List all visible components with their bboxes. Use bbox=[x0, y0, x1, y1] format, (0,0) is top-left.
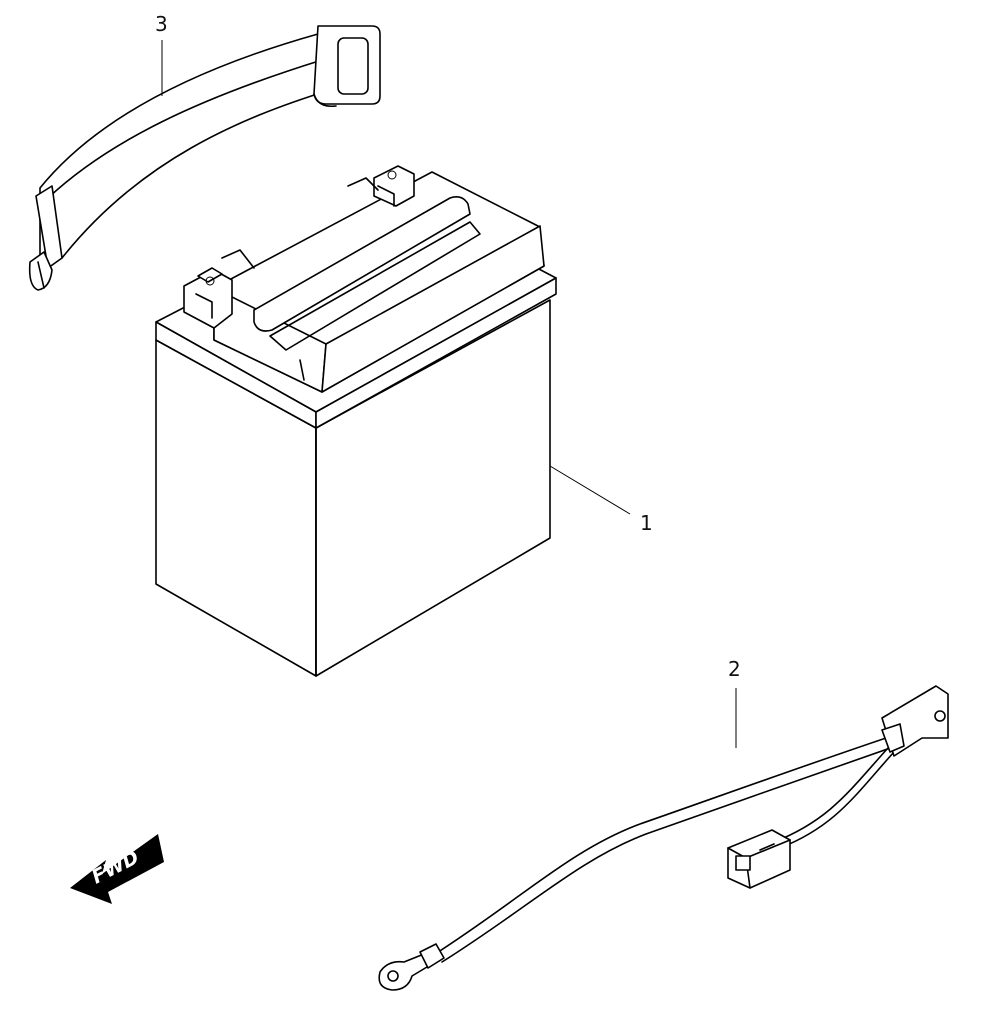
battery-strap bbox=[28, 25, 381, 291]
callout-1: 1 bbox=[640, 511, 653, 535]
terminal-left bbox=[183, 267, 233, 329]
wire-harness bbox=[378, 685, 949, 991]
battery bbox=[155, 165, 557, 677]
connector bbox=[727, 829, 791, 889]
callout-2: 2 bbox=[728, 657, 741, 681]
forward-direction-arrow-icon: FWD bbox=[70, 834, 164, 904]
callout-3: 3 bbox=[155, 12, 168, 36]
leader-line-1 bbox=[549, 465, 631, 515]
ring-terminal bbox=[378, 943, 445, 991]
terminal-right bbox=[373, 165, 415, 207]
